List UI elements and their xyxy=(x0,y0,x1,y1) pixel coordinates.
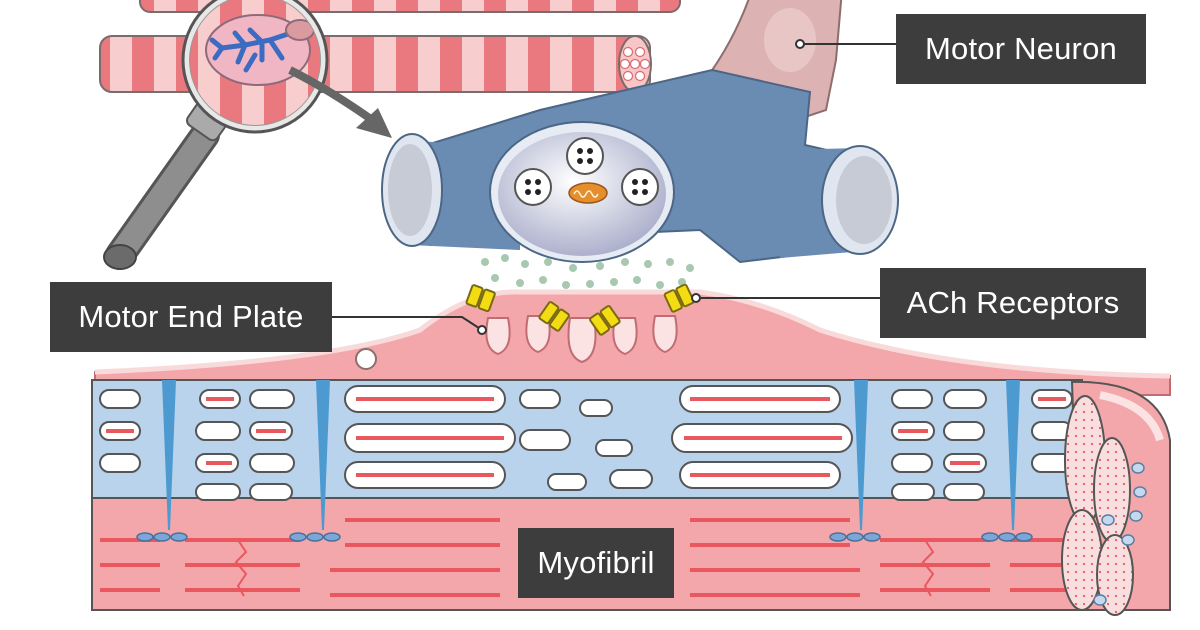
motor-neuron xyxy=(381,0,899,264)
magnifying-glass-icon xyxy=(103,0,329,270)
ach-receptors xyxy=(465,283,695,336)
motor-end-plate-label: Motor End Plate xyxy=(50,282,332,352)
mitochondrion-icon xyxy=(568,182,608,204)
nerve-branching-icon xyxy=(209,27,303,73)
synaptic-vesicle-icon xyxy=(514,137,659,206)
myofibril-label: Myofibril xyxy=(518,528,674,598)
leader-lines xyxy=(332,39,896,335)
ach-receptors-label: ACh Receptors xyxy=(880,268,1146,338)
arrow-icon xyxy=(288,66,392,138)
motor-neuron-label: Motor Neuron xyxy=(896,14,1146,84)
motor-end-plate xyxy=(94,289,1171,396)
myofibril-bundle xyxy=(91,379,1171,616)
